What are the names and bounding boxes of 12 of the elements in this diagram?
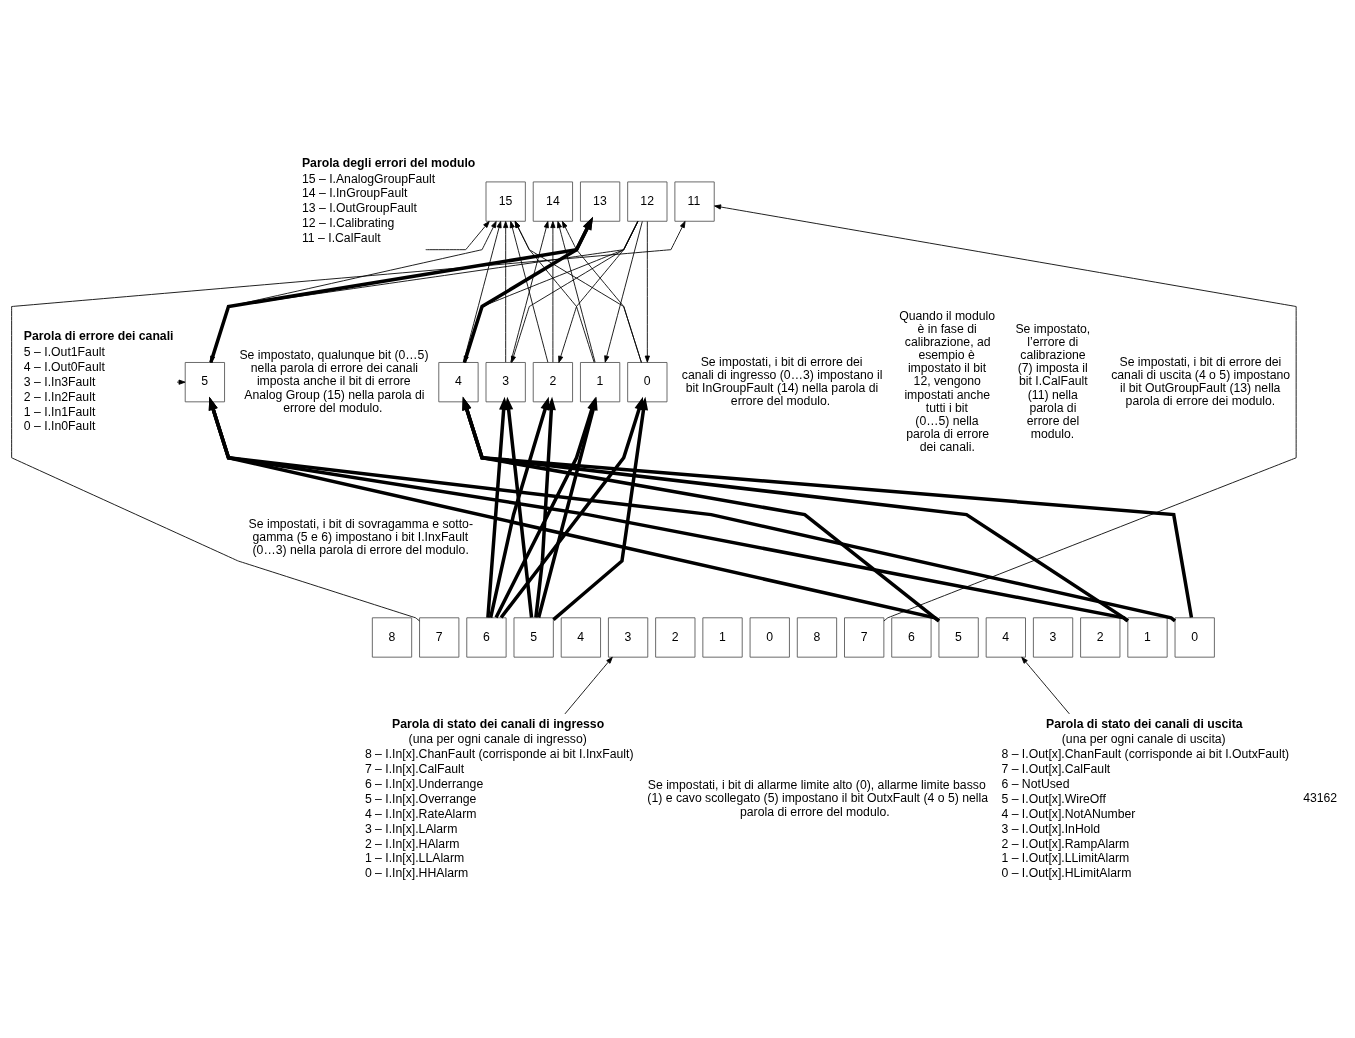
label: Se impostati, i bit di errore dei canali di uscita (4 o 5) impostano il bit OutGroupFault (13) nella parola di errore dei modulo. — [1111, 354, 1291, 409]
label: Se impostato, qualunque bit (0…5) nella parola di errore dei canali imposta anche il bit di errore Analog Group (15) nella parola di errore del modulo. — [239, 348, 429, 415]
label: Se impostati, i bit di sovragamma e sotto-gamma (5 e 6) impostano i bit I.InxFault (0…3) nella parola di errore del modulo. — [248, 516, 473, 558]
node-text: Parola di stato dei canali di ingresso (una per ogni canale di ingresso) 8 – I.In[x].ChanFault (corrisponde ai bit I.InxFault) 7 – I.In[x].CalFault 6 – I.In[x].Underrange 5 – I.In[x].Overrange 4 – I.In[x].RateAlarm 3 – I.In[x].LAlarm 2 – I.In[x].HAlarm 1 – I.In[x].LLAlarm 0 – I.In[x].HHAlarm — [364, 716, 634, 881]
label: Se impostati, i bit di allarme limite alto (0), allarme limite basso (1) e cavo scollegato (5) impostano il bit OutxFault (4 o 5) nella parola di errore del modulo. — [647, 778, 989, 819]
label: Quando il modulo è in fase di calibrazione, ad esempio è impostato il bit 12, vengono impostati anche tutti i bit (0…5) nella parola di errore dei canali. — [899, 308, 996, 454]
node-text: Parola di errore dei canali 5 – I.Out1Fault 4 – I.Out0Fault 3 – I.In3Fault 2 – I.In2Fault 1 – I.In1Fault 0 – I.In0Fault — [23, 329, 174, 434]
node-text: Parola degli errori del modulo 15 – I.AnalogGroupFault 14 – I.InGroupFault 13 – I.OutGroupFault 12 – I.Calibrating 11 – I.CalFault — [301, 155, 476, 245]
label: 43162 — [1303, 791, 1338, 806]
node-text: Parola di stato dei canali di uscita (una per ogni canale di uscita) 8 – I.Out[x].ChanFault (corrisponde ai bit I.OutxFault) 7 – I.Out[x].CalFault 6 – NotUsed 5 – I.Out[x].WireOff 4 – I.Out[x].NotANumber 3 – I.Out[x].InHold 2 – I.Out[x].RampAlarm 1 – I.Out[x].LLimitAlarm 0 – I.Out[x].HLimitAlarm — [1001, 716, 1290, 881]
label: Se impostato, l’errore di calibrazione (7) imposta il bit I.CalFault (11) nella parola di errore del modulo. — [1015, 321, 1091, 441]
label: Se impostati, i bit di errore dei canali di ingresso (0…3) impostano il bit InGroupFault (14) nella parola di errore del modulo. — [681, 354, 883, 409]
